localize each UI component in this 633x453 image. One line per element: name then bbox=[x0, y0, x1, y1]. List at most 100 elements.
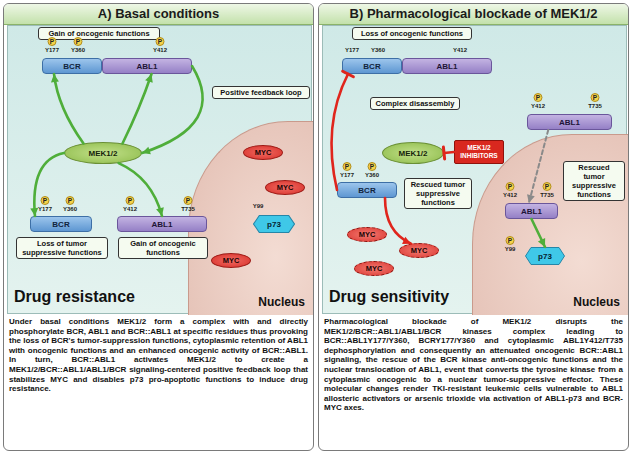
connector-line bbox=[385, 198, 411, 244]
node-text: ABL1 bbox=[152, 220, 173, 229]
node-text: BCR bbox=[358, 186, 375, 195]
node-text: MYC bbox=[277, 183, 294, 192]
residue-label: Y177 bbox=[345, 47, 359, 54]
node-text: Drug sensitivity bbox=[329, 288, 449, 306]
node-text: ABL1 bbox=[437, 62, 458, 71]
residue-label: Y177 bbox=[45, 47, 59, 54]
node-text: ABL1 bbox=[137, 62, 158, 71]
phospho-site: P bbox=[506, 182, 515, 191]
node-text: B) Pharmacological blockade of MEK1/2 bbox=[319, 4, 628, 25]
connector-line bbox=[529, 130, 548, 203]
connector bbox=[51, 74, 84, 143]
function-label-box: Gain of oncogenic functions bbox=[38, 27, 160, 40]
phospho-site: P bbox=[126, 196, 135, 205]
connector-line bbox=[332, 74, 348, 190]
residue-label: Y412 bbox=[503, 192, 517, 199]
node-text: Complex disassembly bbox=[374, 99, 456, 108]
residue-label: Y360 bbox=[365, 172, 379, 179]
residue-label: Y412 bbox=[531, 103, 545, 110]
bcr-kinase-box: BCR bbox=[42, 58, 102, 74]
function-label-box: Positive feedback loop bbox=[212, 86, 310, 99]
node-text: BCR bbox=[363, 62, 380, 71]
hexagon-shape bbox=[526, 248, 565, 265]
hexagon-shape bbox=[254, 216, 295, 233]
figure-panel: B) Pharmacological blockade of MEK1/2Pha… bbox=[318, 3, 629, 451]
arrow-head bbox=[538, 238, 545, 247]
residue-label: Y99 bbox=[253, 203, 264, 210]
node-text: p73 bbox=[267, 220, 281, 229]
connector-line bbox=[54, 74, 84, 143]
abl1-kinase-box: ABL1 bbox=[102, 58, 192, 74]
connector-line bbox=[142, 66, 203, 153]
residue-label: Y177 bbox=[340, 172, 354, 179]
phospho-site: P bbox=[343, 162, 352, 171]
node-text: Nucleus bbox=[573, 295, 620, 309]
connector-line bbox=[34, 153, 64, 216]
caption-text: Under basal conditions MEK1/2 form a com… bbox=[9, 317, 308, 394]
node-text: A) Basal conditions bbox=[4, 4, 313, 25]
phospho-site: P bbox=[66, 196, 75, 205]
node-text: MYC bbox=[366, 264, 383, 273]
connector bbox=[532, 219, 546, 247]
residue-label: Y177 bbox=[38, 206, 52, 213]
residue-label: Y412 bbox=[123, 206, 137, 213]
residue-label: Y360 bbox=[371, 47, 385, 54]
residue-label: Y99 bbox=[505, 246, 516, 253]
residue-label: Y412 bbox=[153, 47, 167, 54]
node-text: MEK1/2 bbox=[399, 149, 428, 158]
mek-ellipse: MEK1/2 bbox=[382, 142, 444, 164]
node-text: MYC bbox=[255, 148, 272, 157]
node-text: Gain of oncogenic functions bbox=[122, 239, 204, 257]
node-text: Loss of tumor suppressive functions bbox=[20, 239, 104, 257]
connector bbox=[385, 198, 411, 244]
connector bbox=[332, 71, 354, 190]
arrow-head bbox=[156, 207, 164, 216]
p73-hexagon: p73 bbox=[253, 215, 295, 233]
inhibition-bar bbox=[443, 147, 444, 159]
cytoplasm-area: Drug resistanceNucleusMYCMYCMYCp73Gain o… bbox=[7, 25, 312, 314]
node-text: Rescued tumor suppressive functions bbox=[408, 180, 468, 207]
p73-hexagon: p73 bbox=[525, 247, 565, 265]
phospho-site: P bbox=[534, 93, 543, 102]
node-text: Loss of oncogenic functions bbox=[356, 29, 468, 38]
arrow-head bbox=[30, 208, 38, 216]
abl1-kinase-box: ABL1 bbox=[505, 203, 558, 219]
figure-panel: A) Basal conditionsUnder basal condition… bbox=[3, 3, 314, 451]
caption-text: Pharmacological blockade of MEK1/2 disru… bbox=[324, 317, 623, 413]
function-label-box: Loss of oncogenic functions bbox=[352, 27, 472, 40]
node-text: MEK1/2 bbox=[89, 149, 118, 158]
node-text: MYC bbox=[359, 230, 376, 239]
connector bbox=[527, 130, 548, 203]
bcr-kinase-box: BCR bbox=[30, 216, 92, 232]
residue-label: T735 bbox=[181, 206, 195, 213]
phospho-site: P bbox=[74, 37, 83, 46]
residue-label: T735 bbox=[540, 192, 554, 199]
function-label-box: Loss of tumor suppressive functions bbox=[16, 237, 108, 259]
phospho-site: P bbox=[591, 93, 600, 102]
node-text: Drug resistance bbox=[14, 288, 135, 306]
connector bbox=[142, 66, 203, 154]
function-label-box: Rescued tumor suppressive functions bbox=[404, 178, 472, 209]
connector-line bbox=[119, 163, 162, 216]
node-text: ABL1 bbox=[521, 207, 542, 216]
function-label-box: Rescued tumor suppressive functions bbox=[563, 161, 625, 201]
connector-line bbox=[532, 219, 546, 247]
function-label-box: Complex disassembly bbox=[370, 97, 460, 110]
connector bbox=[119, 163, 164, 216]
phospho-site: P bbox=[41, 196, 50, 205]
phospho-site: P bbox=[543, 182, 552, 191]
arrow-head bbox=[145, 74, 153, 83]
node-text: Rescued tumor suppressive functions bbox=[567, 163, 621, 199]
node-text: BCR bbox=[52, 220, 69, 229]
node-text: Nucleus bbox=[258, 295, 305, 309]
degraded-myc-ellipse: MYC bbox=[354, 261, 394, 276]
node-text: MYC bbox=[411, 246, 428, 255]
arrow-head bbox=[402, 237, 411, 244]
myc-ellipse: MYC bbox=[265, 180, 305, 195]
node-text: MEK1/2 INHIBITORS bbox=[457, 144, 501, 160]
mek-ellipse: MEK1/2 bbox=[64, 142, 142, 164]
inhibitor-box: MEK1/2 INHIBITORS bbox=[454, 140, 504, 164]
inhibition-bar bbox=[343, 71, 354, 76]
connector bbox=[443, 147, 454, 159]
